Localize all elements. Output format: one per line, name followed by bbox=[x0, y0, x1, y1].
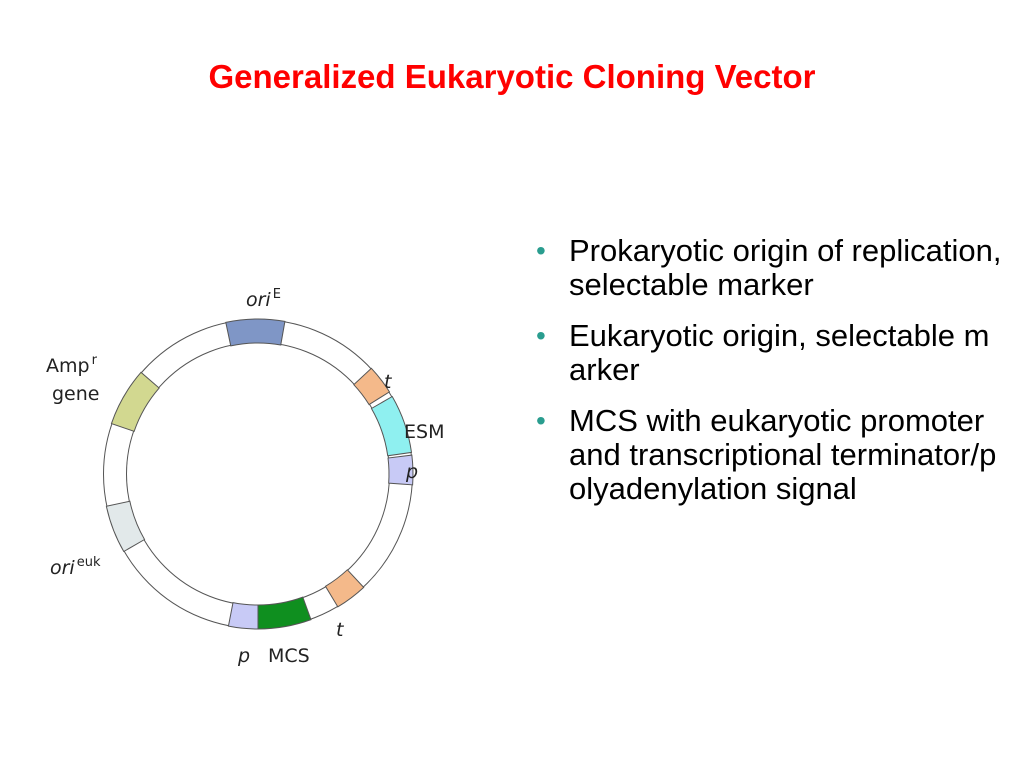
label-mcs: MCS bbox=[268, 645, 310, 667]
segment-esm bbox=[370, 395, 413, 457]
segment-terminator-bottom bbox=[324, 569, 365, 608]
bullet-dot-icon: • bbox=[536, 235, 546, 266]
label-ori-e-main: ori bbox=[246, 289, 271, 311]
segment-promoter-right bbox=[387, 454, 414, 486]
segment-terminator-top bbox=[353, 367, 391, 406]
slide-title: Generalized Eukaryotic Cloning Vector bbox=[208, 58, 816, 95]
segment-amp-gene bbox=[110, 371, 160, 432]
segment-mcs bbox=[257, 596, 312, 630]
label-promoter-right: p bbox=[405, 461, 418, 483]
label-terminator-top: t bbox=[384, 371, 393, 393]
label-ori-euk-sup: euk bbox=[77, 555, 101, 570]
label-amp-gene: gene bbox=[52, 383, 99, 405]
label-terminator-bottom: t bbox=[336, 619, 345, 641]
bullet-item: • Eukaryotic origin, selectable marker bbox=[532, 319, 1002, 387]
label-ori-e-sup: E bbox=[273, 287, 281, 302]
label-amp-main: Amp bbox=[46, 355, 90, 377]
bullet-dot-icon: • bbox=[536, 405, 546, 436]
bullet-text: Eukaryotic origin, selectable marker bbox=[569, 318, 990, 387]
bullet-item: • Prokaryotic origin of replication, sele… bbox=[532, 234, 1002, 302]
bullet-list: • Prokaryotic origin of replication, sele… bbox=[532, 234, 1002, 523]
label-promoter-bottom: p bbox=[237, 645, 250, 667]
segment-ori-euk bbox=[105, 500, 146, 553]
label-amp-sup: r bbox=[92, 353, 98, 368]
segment-ori-e bbox=[225, 318, 286, 347]
bullet-text: Prokaryotic origin of replication, selec… bbox=[569, 233, 1002, 302]
segment-promoter-bottom bbox=[227, 602, 259, 630]
plasmid-ring-fill bbox=[104, 320, 412, 628]
label-ori-euk-main: ori bbox=[50, 557, 75, 579]
bullet-dot-icon: • bbox=[536, 320, 546, 351]
bullet-text: MCS with eukaryotic promoter and transcr… bbox=[569, 403, 997, 506]
bullet-item: • MCS with eukaryotic promoter and transc… bbox=[532, 404, 1002, 506]
label-esm: ESM bbox=[404, 421, 444, 443]
